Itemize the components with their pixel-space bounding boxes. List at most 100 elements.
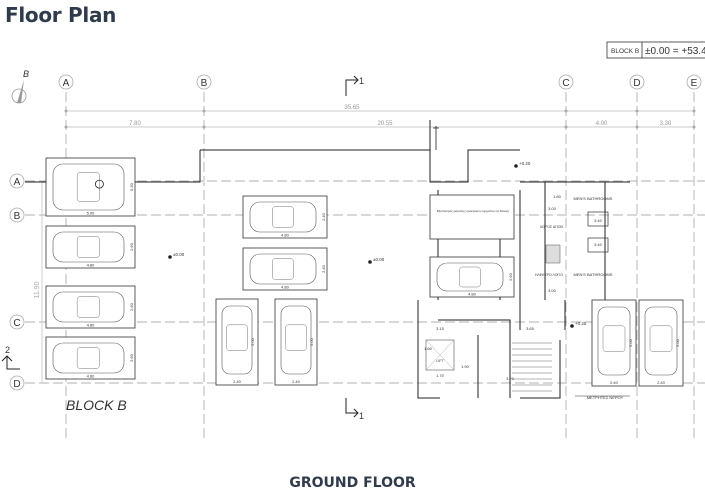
- svg-text:+0.25: +0.25: [575, 321, 587, 326]
- svg-text:A: A: [14, 177, 21, 188]
- core-dimension: 3.00: [548, 288, 557, 293]
- spot-length: 4.80: [87, 263, 96, 268]
- car-icon: [52, 163, 125, 211]
- svg-text:B: B: [14, 211, 21, 222]
- floor-plan-drawing: BLOCK B ±0.00 = +53.4 B A B C D E A B C D 35.65 7…: [1, 41, 705, 440]
- spot-length: 5.00: [87, 211, 96, 216]
- wall: [429, 120, 520, 183]
- spot-width: 2.60: [129, 353, 134, 362]
- grid-row-A: A: [9, 173, 705, 189]
- svg-text:2: 2: [5, 345, 10, 355]
- level-marker: ±0.00: [368, 257, 385, 264]
- spot-length: 4.80: [87, 323, 96, 328]
- floor-label: GROUND FLOOR: [289, 475, 416, 491]
- block-label: BLOCK B: [66, 397, 127, 413]
- parking-space-middle-vertical: 2.40 5.00: [215, 298, 259, 386]
- core-dimension: 3.20: [506, 376, 515, 381]
- room-label-electrical: ΗΛΕΚΤΡΟ ΛΟΓΙΟ: [535, 273, 563, 277]
- parking-space-right: 2.405.00: [638, 299, 684, 387]
- parking-space-left: 4.80 2.60: [45, 285, 136, 329]
- car-icon: [52, 342, 125, 374]
- grid-column-E: E: [686, 74, 702, 440]
- page-title: Floor Plan: [5, 3, 117, 27]
- room-label-water-meters: ΜΕΤΡΗΤΕΣ ΝΕΡΟΥ: [587, 395, 624, 400]
- svg-text:A: A: [63, 78, 70, 89]
- parking-space-core: 4.802.60: [429, 256, 515, 298]
- room-label-storage: ΧΩΡΟΣ ΑΠΟΘ.: [540, 225, 564, 229]
- core-dimension: 3.40: [594, 218, 603, 223]
- wheelchair-icon: [95, 179, 104, 189]
- core-dimension: 1.70: [436, 373, 445, 378]
- spot-length: 5.00: [309, 337, 314, 346]
- spot-length: 4.80: [281, 285, 290, 290]
- spot-length: 4.80: [281, 233, 290, 238]
- spot-width: 2.40: [657, 380, 666, 385]
- dimension-vertical-total: 11.90: [34, 281, 41, 298]
- core-dimension: 1.90: [461, 364, 470, 369]
- dimension-span: 7.80: [129, 121, 141, 127]
- level-box-block: BLOCK B: [611, 48, 639, 55]
- spot-length: 4.80: [468, 292, 477, 297]
- room-label-lift: LIFT: [436, 359, 444, 363]
- grid-column-B: B: [196, 74, 212, 440]
- svg-text:1: 1: [359, 76, 364, 86]
- core-dimension: 3.40: [594, 242, 603, 247]
- wall: [520, 340, 561, 399]
- spot-length: 4.80: [87, 374, 96, 379]
- spot-width: 2.40: [292, 379, 301, 384]
- level-marker: +0.20: [514, 161, 531, 168]
- parking-space-charging: [429, 194, 515, 240]
- svg-text:D: D: [633, 78, 640, 89]
- svg-text:C: C: [562, 78, 569, 89]
- spot-width: 2.40: [321, 212, 326, 221]
- car-icon: [221, 305, 253, 375]
- car-icon: [644, 306, 678, 376]
- grid-row-B: B: [9, 207, 705, 223]
- level-box-elevation: ±0.00 = +53.4: [645, 46, 705, 57]
- parking-space-left: 4.80 2.60: [45, 225, 136, 269]
- grid-column-D: D: [629, 74, 645, 440]
- svg-text:C: C: [13, 318, 20, 329]
- svg-text:E: E: [691, 78, 698, 89]
- room-label-mens-bathrooms: MEN'S BATHROOMS: [574, 272, 613, 277]
- svg-text:B: B: [201, 78, 208, 89]
- level-marker: +0.25: [570, 321, 587, 328]
- north-label: B: [23, 69, 29, 79]
- spot-length: 5.00: [250, 337, 255, 346]
- spot-width: 2.60: [129, 302, 134, 311]
- car-icon: [436, 262, 504, 292]
- car-icon: [597, 306, 631, 376]
- dimension-span: 4.00: [596, 121, 608, 127]
- spot-width: 2.40: [610, 380, 619, 385]
- spot-width: 2.60: [129, 242, 134, 251]
- core-dimension: 3.15: [436, 326, 445, 331]
- svg-text:D: D: [13, 379, 20, 390]
- car-icon: [249, 253, 317, 285]
- parking-space-middle-vertical: 2.40 5.00: [274, 298, 318, 386]
- section-marker-top: 1: [345, 75, 364, 96]
- svg-text:1: 1: [359, 411, 364, 421]
- grid-column-C: C: [558, 74, 574, 440]
- parking-space-left: 5.005.30: [45, 157, 136, 217]
- wall: [417, 300, 440, 399]
- dimension-overall: 35.65: [344, 105, 360, 111]
- core-dimension: 1.60: [424, 346, 433, 351]
- core-dimension: 3.65: [526, 326, 535, 331]
- spot-length: 5.00: [628, 338, 633, 347]
- level-box: BLOCK B ±0.00 = +53.4: [606, 41, 705, 59]
- parking-space-left: 4.80 2.60: [45, 336, 136, 380]
- parking-space-middle: 4.80 2.40: [242, 195, 328, 239]
- spot-width: 2.40: [321, 264, 326, 273]
- charging-note: Εξοπλισμός φόρτισης ηλεκτρικών οχημάτων …: [437, 209, 509, 213]
- car-icon: [52, 291, 125, 323]
- spot-width: 2.40: [233, 379, 242, 384]
- car-icon: [280, 305, 312, 375]
- core-dimension: 1.80: [553, 194, 562, 199]
- electrical-panel: [545, 244, 561, 264]
- dimension-span: 3.30: [660, 121, 672, 127]
- svg-text:±0.00: ±0.00: [173, 252, 185, 257]
- parking-space-middle: 4.80 2.40: [242, 247, 328, 291]
- car-icon: [52, 231, 125, 263]
- svg-text:+0.20: +0.20: [519, 161, 531, 166]
- north-arrow-icon: B: [11, 69, 29, 104]
